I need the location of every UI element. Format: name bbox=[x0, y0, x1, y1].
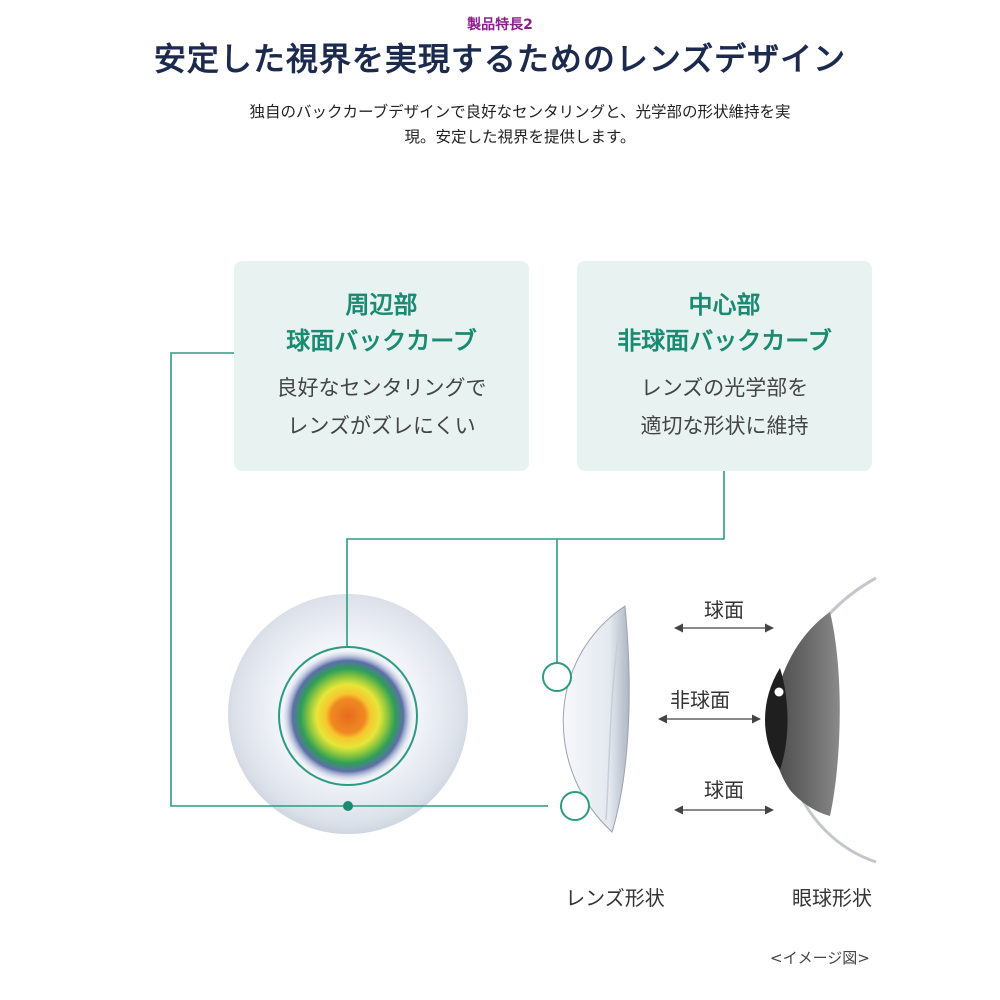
card-peripheral: 周辺部 球面バックカーブ 良好なセンタリングで レンズがズレにくい bbox=[234, 261, 529, 471]
card-center: 中心部 非球面バックカーブ レンズの光学部を 適切な形状に維持 bbox=[577, 261, 872, 471]
description-line-1: 独自のバックカーブデザインで良好なセンタリングと、光学部の形状維持を実 bbox=[249, 103, 791, 121]
description: 独自のバックカーブデザインで良好なセンタリングと、光学部の形状維持を実 現。安定… bbox=[200, 100, 840, 150]
card-peripheral-heading-1: 周辺部 bbox=[345, 291, 418, 319]
image-note: <イメージ図> bbox=[770, 949, 870, 967]
lens-edge-dot bbox=[343, 801, 353, 811]
card-peripheral-heading-2: 球面バックカーブ bbox=[286, 327, 477, 355]
edge-marker-circle bbox=[560, 791, 590, 821]
optical-zone-heatmap bbox=[282, 650, 414, 782]
label-aspherical: 非球面 bbox=[670, 688, 730, 712]
center-marker-circle bbox=[542, 662, 572, 692]
eye-cornea bbox=[772, 612, 840, 816]
card-center-heading-2: 非球面バックカーブ bbox=[617, 327, 832, 355]
description-line-2: 現。安定した視界を提供します。 bbox=[404, 128, 636, 146]
caption-lens-shape: レンズ形状 bbox=[565, 886, 665, 910]
peripheral-connector bbox=[170, 352, 548, 807]
card-peripheral-body-1: 良好なセンタリングで bbox=[276, 376, 487, 400]
card-center-heading-1: 中心部 bbox=[688, 291, 761, 319]
eye-highlight bbox=[774, 687, 784, 697]
optical-zone-ring bbox=[278, 646, 418, 786]
center-connector bbox=[346, 471, 725, 648]
page-title: 安定した視界を実現するためのレンズデザイン bbox=[153, 40, 847, 78]
feature-tag: 製品特長2 bbox=[467, 17, 533, 33]
card-peripheral-body-2: レンズがズレにくい bbox=[287, 414, 476, 438]
card-center-body-2: 適切な形状に維持 bbox=[640, 414, 809, 438]
card-center-body-1: レンズの光学部を bbox=[640, 376, 809, 400]
lens-inner-curve bbox=[605, 619, 622, 821]
caption-eye-shape: 眼球形状 bbox=[792, 886, 872, 910]
label-spherical-top: 球面 bbox=[704, 598, 744, 622]
label-spherical-bottom: 球面 bbox=[704, 778, 744, 802]
lens-side-profile bbox=[562, 605, 630, 833]
